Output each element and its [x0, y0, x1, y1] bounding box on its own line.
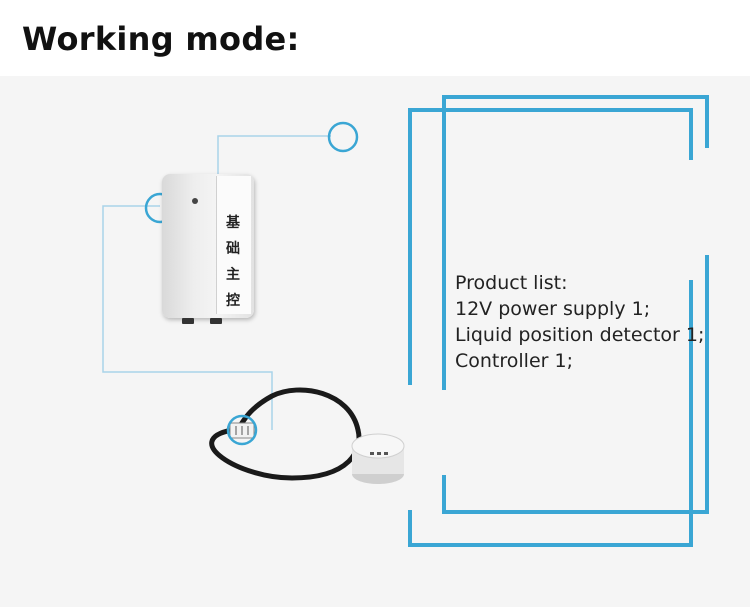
highlight-circle-power	[327, 121, 359, 153]
product-list-item: Liquid position detector 1;	[455, 324, 705, 346]
page-title: Working mode:	[22, 20, 300, 58]
liquid-sensor	[351, 433, 405, 484]
background-panel	[0, 76, 750, 607]
controller-port	[210, 318, 222, 324]
product-list: Product list: 12V power supply 1; Liquid…	[455, 270, 704, 374]
controller-port	[182, 318, 194, 324]
wire-to-power	[217, 135, 331, 174]
wire-to-sensor	[102, 205, 273, 430]
product-list-heading: Product list:	[455, 272, 568, 294]
controller-label: 基 础 主 控	[226, 215, 240, 309]
product-list-item: Controller 1;	[455, 350, 573, 372]
product-list-item: 12V power supply 1;	[455, 298, 651, 320]
controller-device: 基 础 主 控	[162, 174, 254, 324]
blue-frame	[408, 95, 709, 547]
led-icon	[192, 198, 198, 204]
highlight-circle-sensor	[226, 414, 258, 446]
